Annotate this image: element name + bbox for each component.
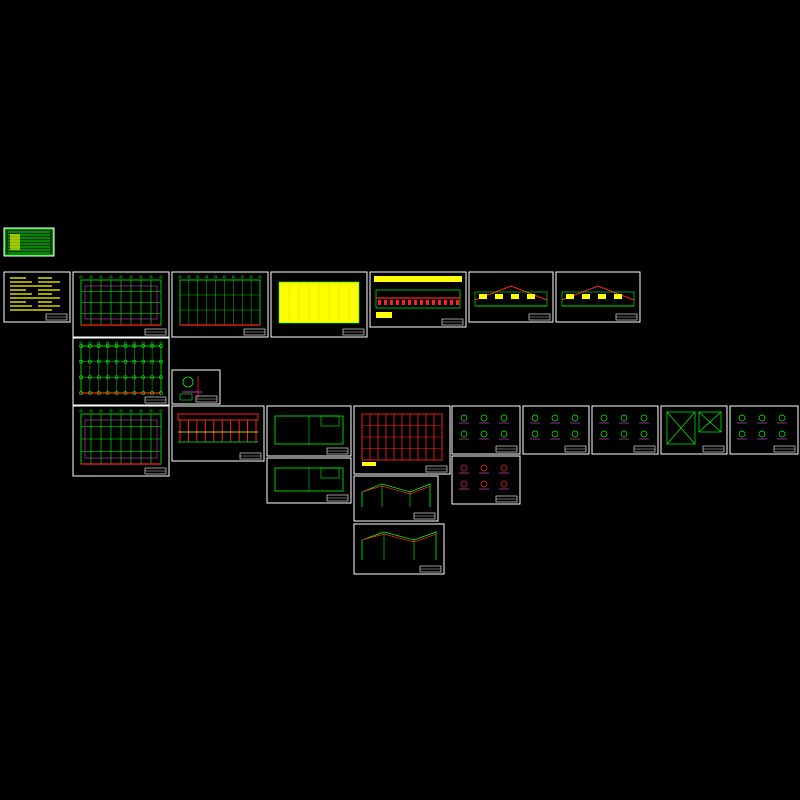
sheet-frame-2 xyxy=(266,457,352,504)
sheet-small-detail xyxy=(171,369,221,405)
sheet-elevation-3 xyxy=(555,271,641,323)
sheet-notes xyxy=(3,271,71,323)
sheet-portal-2 xyxy=(353,523,445,575)
sheet-column-plan xyxy=(72,337,170,406)
sheet-roof-fill xyxy=(270,271,368,338)
sheet-section-1 xyxy=(171,405,265,462)
sheet-node-4 xyxy=(660,405,728,455)
sheet-frame-1 xyxy=(266,405,352,457)
sheet-node-1 xyxy=(451,405,521,455)
sheet-portal-1 xyxy=(353,475,439,522)
sheet-node-5 xyxy=(729,405,799,455)
sheet-node-2 xyxy=(522,405,590,455)
sheet-plan-2 xyxy=(171,271,269,338)
sheet-framing-plan xyxy=(72,405,170,477)
sheet-cover xyxy=(3,227,55,257)
sheet-node-3 xyxy=(591,405,659,455)
sheet-elevation-2 xyxy=(468,271,554,323)
sheet-plan-1 xyxy=(72,271,170,338)
sheet-node-6 xyxy=(451,455,521,505)
sheet-elevation-1 xyxy=(369,271,467,328)
sheet-roof-plan-red xyxy=(353,405,451,475)
